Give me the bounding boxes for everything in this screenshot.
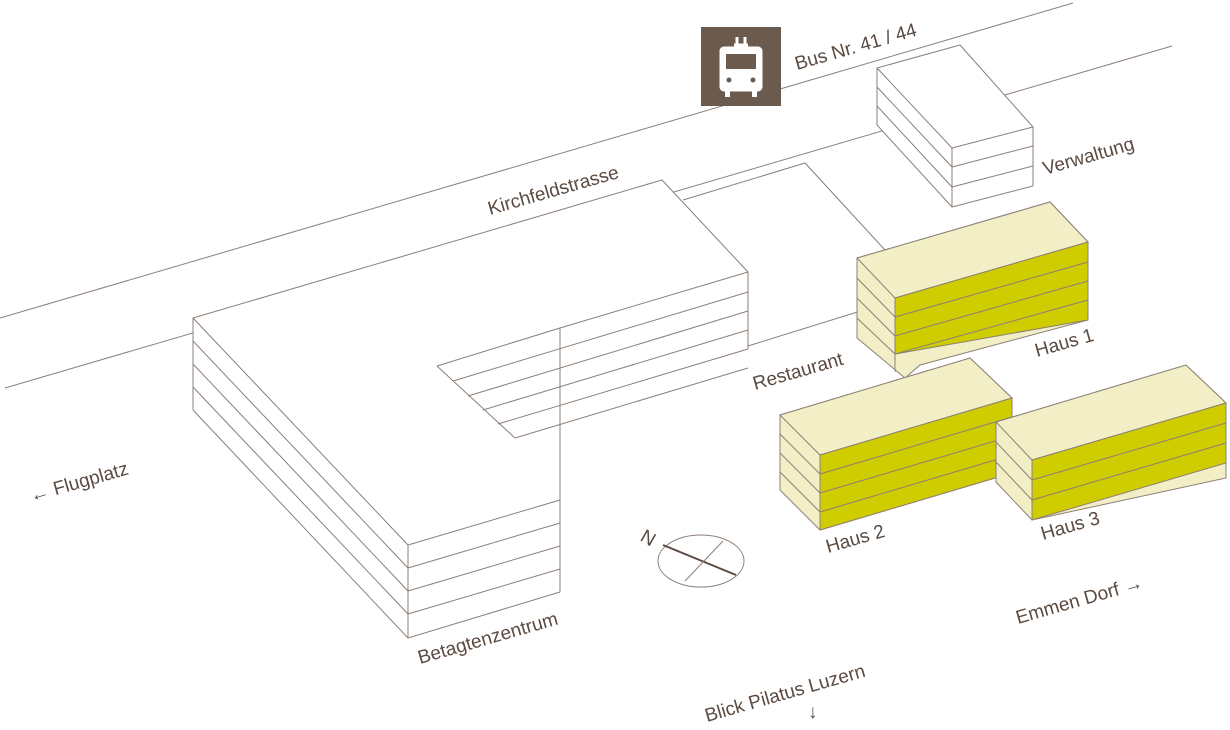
compass-north-label: N — [637, 526, 659, 551]
bus-icon — [719, 37, 763, 97]
street-edge-north — [0, 2, 1074, 319]
building-haus-1 — [856, 201, 1089, 379]
emmen-dorf-label: Emmen Dorf → — [1014, 573, 1146, 629]
verwaltung-label: Verwaltung — [1041, 134, 1137, 180]
restaurant-label: Restaurant — [751, 349, 847, 395]
floor-lines-betagtenzentrum — [192, 291, 749, 639]
bus-stop-sign — [701, 27, 781, 106]
flugplatz-label: ← Flugplatz — [28, 459, 131, 507]
building-haus-2 — [779, 357, 1013, 531]
blick-pilatus-label: Blick Pilatus Luzern — [703, 661, 868, 727]
blick-pilatus-arrow: ↓ — [808, 702, 818, 723]
plot-outline-north — [682, 162, 886, 251]
building-verwaltung — [876, 44, 1034, 208]
compass-icon: N — [637, 526, 745, 588]
building-haus-3 — [995, 364, 1227, 521]
building-betagtenzentrum — [192, 179, 749, 639]
